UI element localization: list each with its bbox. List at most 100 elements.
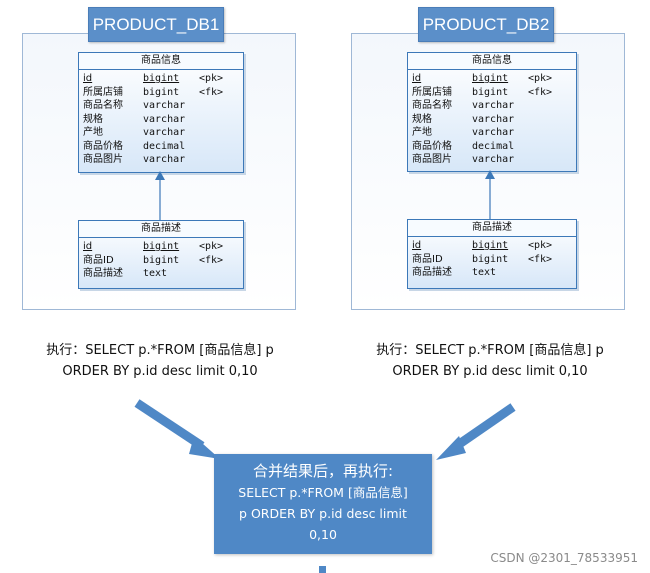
field-type: varchar bbox=[143, 100, 186, 111]
db1-title: PRODUCT_DB1 bbox=[88, 7, 224, 42]
table-row: 商品名称 varchar bbox=[83, 99, 243, 113]
field-name: id bbox=[83, 241, 93, 252]
entity-rows: id bigint <pk> 商品ID bigint <fk> 商品描述 text bbox=[408, 237, 576, 280]
db1-query-note: 执行：SELECT p.*FROM [商品信息] p ORDER BY p.id… bbox=[18, 340, 302, 382]
db1-product-info-table: 商品信息 id bigint <pk> 所属店铺 bigint <fk> 商品名称 var… bbox=[78, 52, 244, 173]
field-type: varchar bbox=[143, 113, 186, 125]
field-name: 商品图片 bbox=[83, 154, 123, 165]
db2-product-desc-table: 商品描述 id bigint <pk> 商品ID bigint <fk> 商品描述 tex… bbox=[407, 219, 577, 289]
field-type: text bbox=[472, 267, 497, 278]
field-name: 规格 bbox=[83, 113, 103, 125]
field-name: 规格 bbox=[412, 113, 432, 125]
right-merge-arrow bbox=[436, 403, 516, 460]
field-type: varchar bbox=[472, 154, 515, 165]
table-row: 商品描述 text bbox=[83, 267, 243, 281]
field-type: bigint bbox=[143, 73, 180, 84]
field-name: 商品价格 bbox=[412, 140, 452, 152]
field-key: <fk> bbox=[199, 86, 224, 98]
table-row: 商品价格 decimal bbox=[412, 140, 576, 154]
table-row: 规格 varchar bbox=[412, 113, 576, 127]
result-line: SELECT p.*FROM [商品信息] bbox=[238, 485, 408, 500]
field-type: bigint bbox=[472, 253, 509, 265]
note-line: 执行：SELECT p.*FROM [商品信息] p bbox=[46, 343, 274, 358]
field-name: 所属店铺 bbox=[412, 86, 452, 98]
field-type: bigint bbox=[472, 73, 509, 84]
entity-title: 商品信息 bbox=[79, 53, 243, 70]
db2-title: PRODUCT_DB2 bbox=[418, 7, 554, 42]
field-type: bigint bbox=[472, 86, 509, 98]
entity-title: 商品描述 bbox=[79, 221, 243, 238]
field-name: id bbox=[412, 73, 422, 84]
entity-rows: id bigint <pk> 商品ID bigint <fk> 商品描述 text bbox=[79, 238, 243, 281]
entity-title: 商品描述 bbox=[408, 220, 576, 237]
table-row: id bigint <pk> bbox=[412, 239, 576, 253]
field-name: 商品描述 bbox=[412, 267, 452, 278]
table-row: 所属店铺 bigint <fk> bbox=[83, 86, 243, 100]
field-type: bigint bbox=[143, 86, 180, 98]
field-type: varchar bbox=[143, 154, 186, 165]
field-key: <pk> bbox=[528, 73, 553, 84]
note-line: ORDER BY p.id desc limit 0,10 bbox=[392, 364, 588, 379]
result-title: 合并结果后，再执行: bbox=[252, 462, 394, 480]
field-key: <pk> bbox=[199, 73, 224, 84]
field-name: 商品ID bbox=[83, 254, 114, 266]
field-type: bigint bbox=[143, 254, 180, 266]
merged-result-box: 合并结果后，再执行: SELECT p.*FROM [商品信息] p ORDER… bbox=[214, 454, 432, 554]
note-line: 执行：SELECT p.*FROM [商品信息] p bbox=[376, 343, 604, 358]
field-name: id bbox=[412, 240, 422, 251]
field-name: id bbox=[83, 73, 93, 84]
db2-product-info-table: 商品信息 id bigint <pk> 所属店铺 bigint <fk> 商品名称 var… bbox=[407, 52, 577, 172]
csdn-watermark: CSDN @2301_78533951 bbox=[490, 551, 638, 565]
db2-query-note: 执行：SELECT p.*FROM [商品信息] p ORDER BY p.id… bbox=[348, 340, 632, 382]
table-row: 商品描述 text bbox=[412, 266, 576, 280]
table-row: 规格 varchar bbox=[83, 113, 243, 127]
field-key: <pk> bbox=[199, 241, 224, 252]
table-row: 商品名称 varchar bbox=[412, 99, 576, 113]
field-name: 商品描述 bbox=[83, 268, 123, 279]
entity-title: 商品信息 bbox=[408, 53, 576, 70]
field-key: <fk> bbox=[528, 86, 553, 98]
table-row: 商品ID bigint <fk> bbox=[83, 254, 243, 268]
field-name: 产地 bbox=[412, 127, 432, 138]
field-type: varchar bbox=[472, 113, 515, 125]
field-name: 商品名称 bbox=[412, 100, 452, 111]
table-row: 所属店铺 bigint <fk> bbox=[412, 86, 576, 100]
field-type: decimal bbox=[472, 140, 515, 152]
field-name: 商品名称 bbox=[83, 100, 123, 111]
table-row: 商品价格 decimal bbox=[83, 140, 243, 154]
field-key: <fk> bbox=[528, 253, 553, 265]
bottom-connector-stub bbox=[319, 566, 326, 573]
table-row: 产地 varchar bbox=[412, 126, 576, 140]
table-row: 商品ID bigint <fk> bbox=[412, 253, 576, 267]
table-row: id bigint <pk> bbox=[412, 72, 576, 86]
table-row: 商品图片 varchar bbox=[83, 153, 243, 167]
result-line: p ORDER BY p.id desc limit bbox=[239, 506, 407, 521]
table-row: 商品图片 varchar bbox=[412, 153, 576, 167]
field-type: decimal bbox=[143, 140, 186, 152]
field-type: varchar bbox=[143, 127, 186, 138]
table-row: id bigint <pk> bbox=[83, 72, 243, 86]
field-name: 商品价格 bbox=[83, 140, 123, 152]
db1-product-desc-table: 商品描述 id bigint <pk> 商品ID bigint <fk> 商品描述 tex… bbox=[78, 220, 244, 289]
db2-fk-connector bbox=[485, 170, 495, 219]
field-type: varchar bbox=[472, 127, 515, 138]
field-type: text bbox=[143, 268, 168, 279]
table-row: id bigint <pk> bbox=[83, 240, 243, 254]
table-row: 产地 varchar bbox=[83, 126, 243, 140]
field-name: 所属店铺 bbox=[83, 86, 123, 98]
left-merge-arrow bbox=[134, 399, 220, 459]
field-name: 商品图片 bbox=[412, 154, 452, 165]
field-type: bigint bbox=[472, 240, 509, 251]
db1-fk-connector bbox=[155, 171, 165, 220]
field-key: <pk> bbox=[528, 240, 553, 251]
field-name: 产地 bbox=[83, 127, 103, 138]
field-key: <fk> bbox=[199, 254, 224, 266]
result-line: 0,10 bbox=[309, 527, 337, 542]
field-type: varchar bbox=[472, 100, 515, 111]
field-name: 商品ID bbox=[412, 253, 443, 265]
field-type: bigint bbox=[143, 241, 180, 252]
note-line: ORDER BY p.id desc limit 0,10 bbox=[62, 364, 258, 379]
